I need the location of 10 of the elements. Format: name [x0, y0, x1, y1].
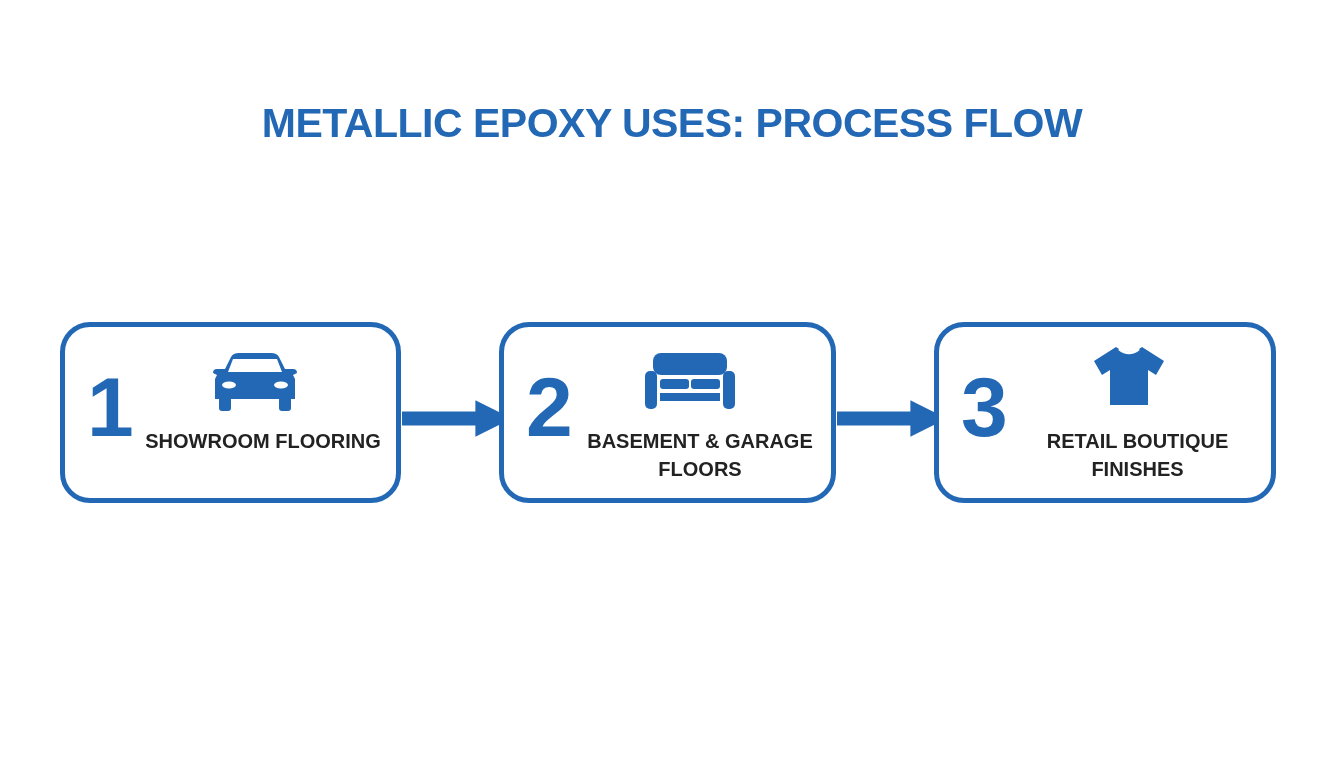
step-label: RETAIL BOUTIQUE FINISHES [1045, 429, 1230, 482]
process-card [934, 322, 1276, 503]
step-number: 3 [961, 365, 1008, 449]
step-label: SHOWROOM FLOORING [145, 429, 381, 454]
step-number: 1 [87, 365, 134, 449]
process-card [499, 322, 836, 503]
step-label: BASEMENT & GARAGE FLOORS [586, 429, 814, 482]
process-card [60, 322, 401, 503]
diagram-title: METALLIC EPOXY USES: PROCESS FLOW [261, 100, 1083, 147]
step-number: 2 [526, 365, 573, 449]
